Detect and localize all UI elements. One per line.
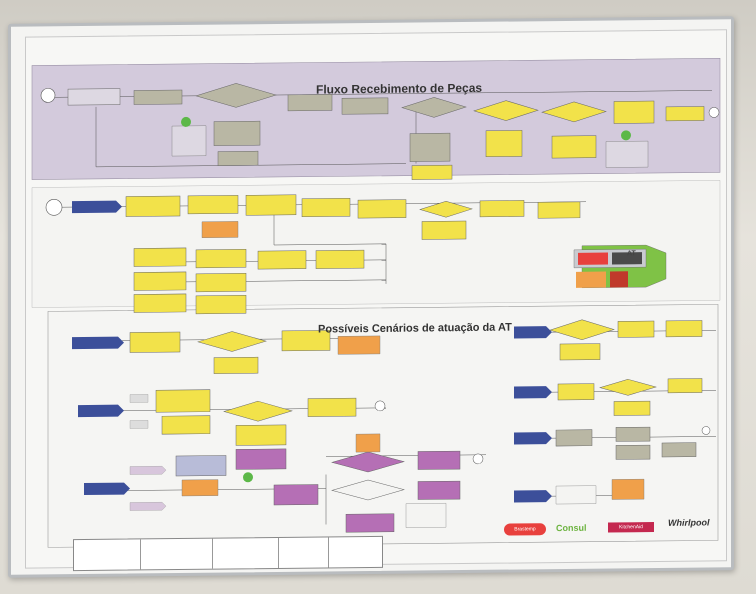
- at-label: AT: [627, 250, 636, 258]
- whirlpool-logo: Whirlpool: [668, 517, 710, 527]
- whirlpool-wordmark: Whirlpool: [668, 517, 710, 528]
- scenarios-title: Possíveis Cenários de atuação da AT: [318, 321, 512, 336]
- brastemp-logo: Brastemp: [504, 523, 546, 536]
- flow-title: Fluxo Recebimento de Peças: [316, 80, 483, 97]
- footer-cell: [74, 539, 141, 571]
- flowchart-poster: Fluxo Recebimento de Peças Possíveis Cen…: [25, 29, 727, 569]
- scenario-nodes: [72, 319, 711, 533]
- brand-logos: Brastemp Consul KitchenAid Whirlpool: [496, 517, 726, 543]
- footer-cell: [140, 538, 213, 570]
- footer-cell: [212, 537, 279, 569]
- footer-cell: [278, 537, 329, 568]
- middle-flow-nodes: [45, 194, 667, 315]
- consul-logo: Consul: [556, 522, 587, 534]
- top-flow-nodes: [40, 83, 720, 180]
- footer-table: [73, 535, 383, 572]
- flowchart-diagram: [31, 58, 721, 548]
- kitchenaid-logo: KitchenAid: [608, 522, 654, 533]
- whiteboard: Fluxo Recebimento de Peças Possíveis Cen…: [8, 16, 734, 578]
